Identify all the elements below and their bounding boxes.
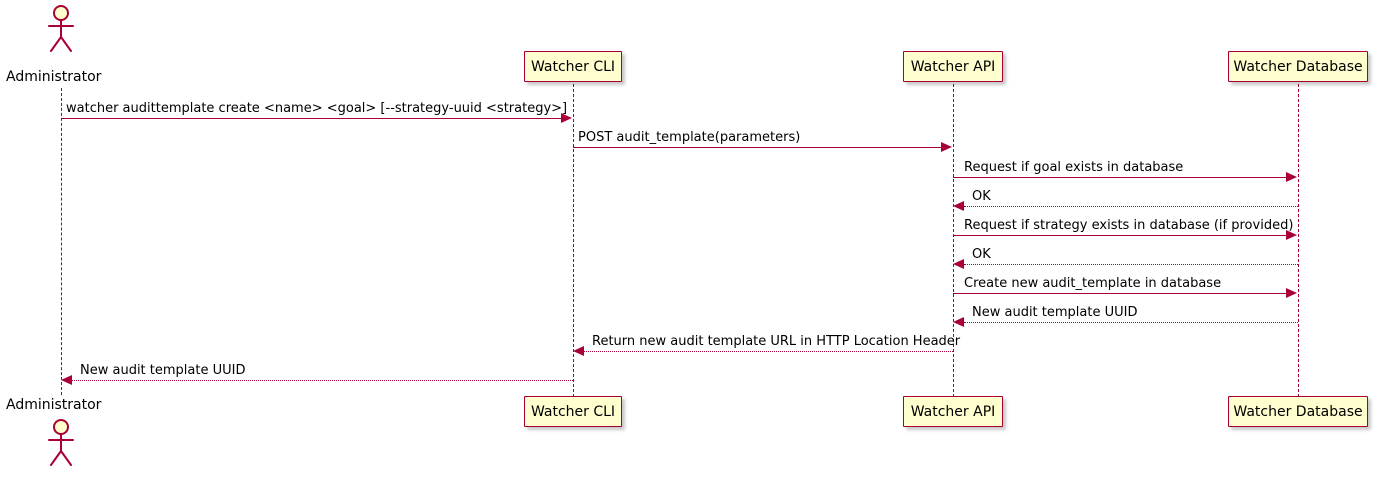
actor-label-administrator-bottom: Administrator (6, 397, 102, 413)
message-line-5 (953, 235, 1287, 236)
participant-label-watcher-api-top: Watcher API (910, 58, 996, 75)
message-label-4: OK (972, 189, 991, 204)
message-line-8 (964, 322, 1298, 323)
actor-administrator-bottom[interactable] (41, 418, 81, 466)
message-line-9 (584, 351, 953, 352)
message-arrowhead-9 (573, 346, 584, 356)
message-label-7: Create new audit_template in database (964, 276, 1222, 291)
lifeline-watcher-database (1298, 84, 1299, 397)
participant-watcher-cli-bottom[interactable]: Watcher CLI (524, 396, 622, 427)
message-line-4 (964, 206, 1298, 207)
message-arrowhead-4 (953, 201, 964, 211)
message-arrowhead-5 (1286, 230, 1297, 240)
stick-figure-icon (48, 5, 74, 52)
participant-label-watcher-database-bottom: Watcher Database (1233, 403, 1363, 420)
actor-administrator-top[interactable] (41, 4, 81, 52)
participant-label-watcher-database-top: Watcher Database (1233, 58, 1363, 75)
message-arrowhead-10 (61, 375, 72, 385)
message-label-8: New audit template UUID (972, 305, 1138, 320)
participant-watcher-database-bottom[interactable]: Watcher Database (1228, 396, 1368, 427)
participant-label-watcher-api-bottom: Watcher API (910, 403, 996, 420)
lifeline-watcher-cli (573, 84, 574, 397)
message-line-7 (953, 293, 1287, 294)
message-line-10 (72, 380, 573, 381)
message-label-3: Request if goal exists in database (964, 160, 1184, 175)
message-line-2 (573, 147, 942, 148)
message-label-10: New audit template UUID (80, 363, 246, 378)
stick-figure-icon (48, 419, 74, 466)
participant-label-watcher-cli-top: Watcher CLI (530, 58, 616, 75)
message-arrowhead-8 (953, 317, 964, 327)
message-line-6 (964, 264, 1298, 265)
lifeline-watcher-api (953, 84, 954, 397)
participant-label-watcher-cli-bottom: Watcher CLI (530, 403, 616, 420)
participant-watcher-database-top[interactable]: Watcher Database (1228, 51, 1368, 82)
actor-label-administrator-top: Administrator (6, 69, 102, 85)
message-label-2: POST audit_template(parameters) (578, 130, 801, 145)
message-label-5: Request if strategy exists in database (… (964, 218, 1294, 233)
message-line-1 (61, 118, 562, 119)
lifeline-administrator (61, 88, 62, 395)
message-arrowhead-7 (1286, 288, 1297, 298)
message-arrowhead-6 (953, 259, 964, 269)
message-label-1: watcher audittemplate create <name> <goa… (66, 101, 568, 116)
participant-watcher-api-top[interactable]: Watcher API (903, 51, 1003, 82)
participant-watcher-cli-top[interactable]: Watcher CLI (524, 51, 622, 82)
message-arrowhead-1 (561, 113, 572, 123)
message-label-6: OK (972, 247, 991, 262)
message-line-3 (953, 177, 1287, 178)
participant-watcher-api-bottom[interactable]: Watcher API (903, 396, 1003, 427)
message-label-9: Return new audit template URL in HTTP Lo… (592, 334, 961, 349)
message-arrowhead-3 (1286, 172, 1297, 182)
message-arrowhead-2 (941, 142, 952, 152)
